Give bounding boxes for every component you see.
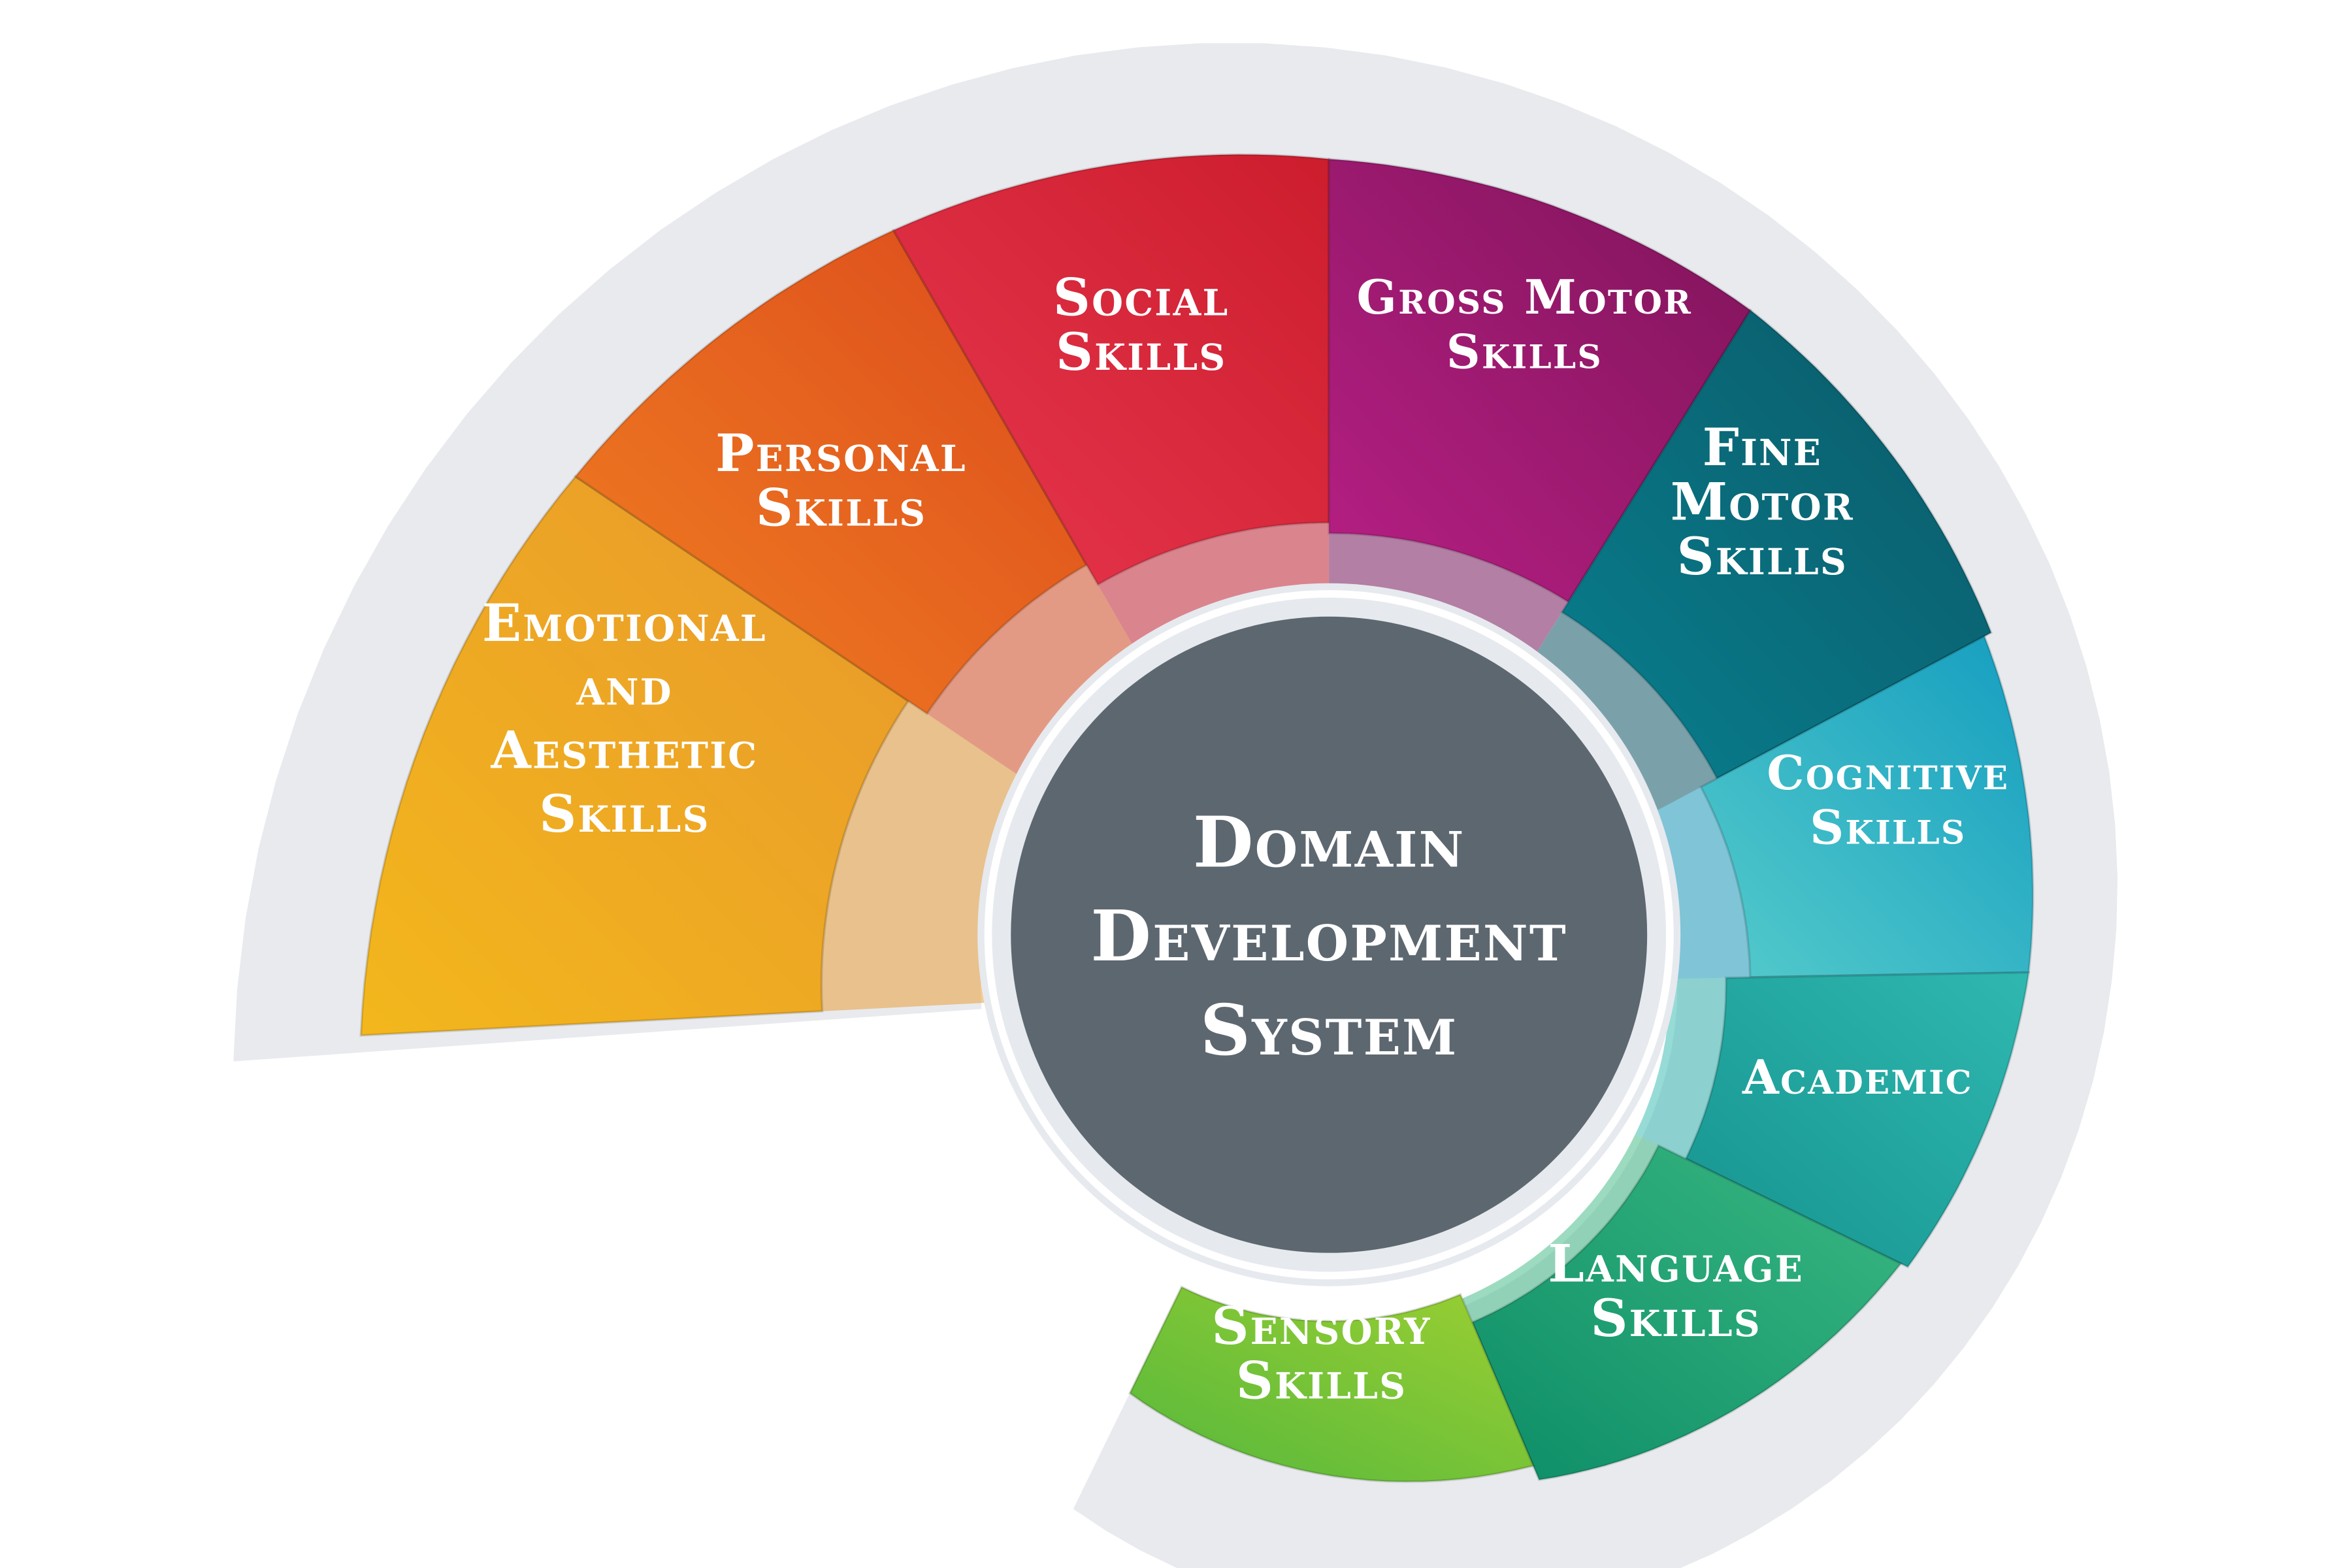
segment-label-fine-motor: Fine [1703,417,1822,478]
segment-label-language: Skills [1590,1288,1761,1348]
center-title-line-1: Domain [1193,802,1465,883]
segment-label-emotional: Aesthetic [490,720,758,781]
segment-sensory [1128,1285,1535,1483]
segment-cognitive [1699,634,2034,979]
segment-inner-band-fine-motor [1509,612,1718,825]
segment-label-fine-motor: Motor [1671,471,1854,532]
segment-label-gross-motor: Skills [1446,324,1603,379]
segment-gross-motor [1328,157,1752,604]
segment-label-personal: Personal [715,423,967,483]
segment-inner-band-language [1462,1134,1659,1322]
segment-label-fine-motor: Skills [1677,526,1848,587]
segment-inner-band-academic [1635,977,1726,1159]
segment-label-social: Skills [1056,321,1226,382]
segment-label-cognitive: Cognitive [1767,745,2009,800]
segment-label-emotional: Emotional [482,593,767,653]
segment-label-emotional: Skills [539,783,710,844]
center-ring-highlight [984,590,1674,1280]
segment-label-gross-motor: Gross Motor [1357,270,1693,325]
segment-label-sensory: Sensory [1211,1296,1431,1356]
segment-label-language: Language [1548,1233,1804,1294]
segment-label-academic: Academic [1742,1050,1973,1105]
segment-label-emotional: and [576,656,673,717]
center-title-line-2: Development [1090,896,1567,977]
segment-inner-band-personal [927,564,1159,794]
segment-label-sensory: Skills [1236,1350,1407,1411]
segment-label-personal: Skills [756,478,926,538]
segment-label-cognitive: Skills [1810,800,1966,855]
segment-label-social: Social [1053,267,1230,327]
segment-language [1471,1143,1903,1481]
center-circle [1011,616,1648,1253]
center-title-line-3: System [1200,990,1458,1071]
